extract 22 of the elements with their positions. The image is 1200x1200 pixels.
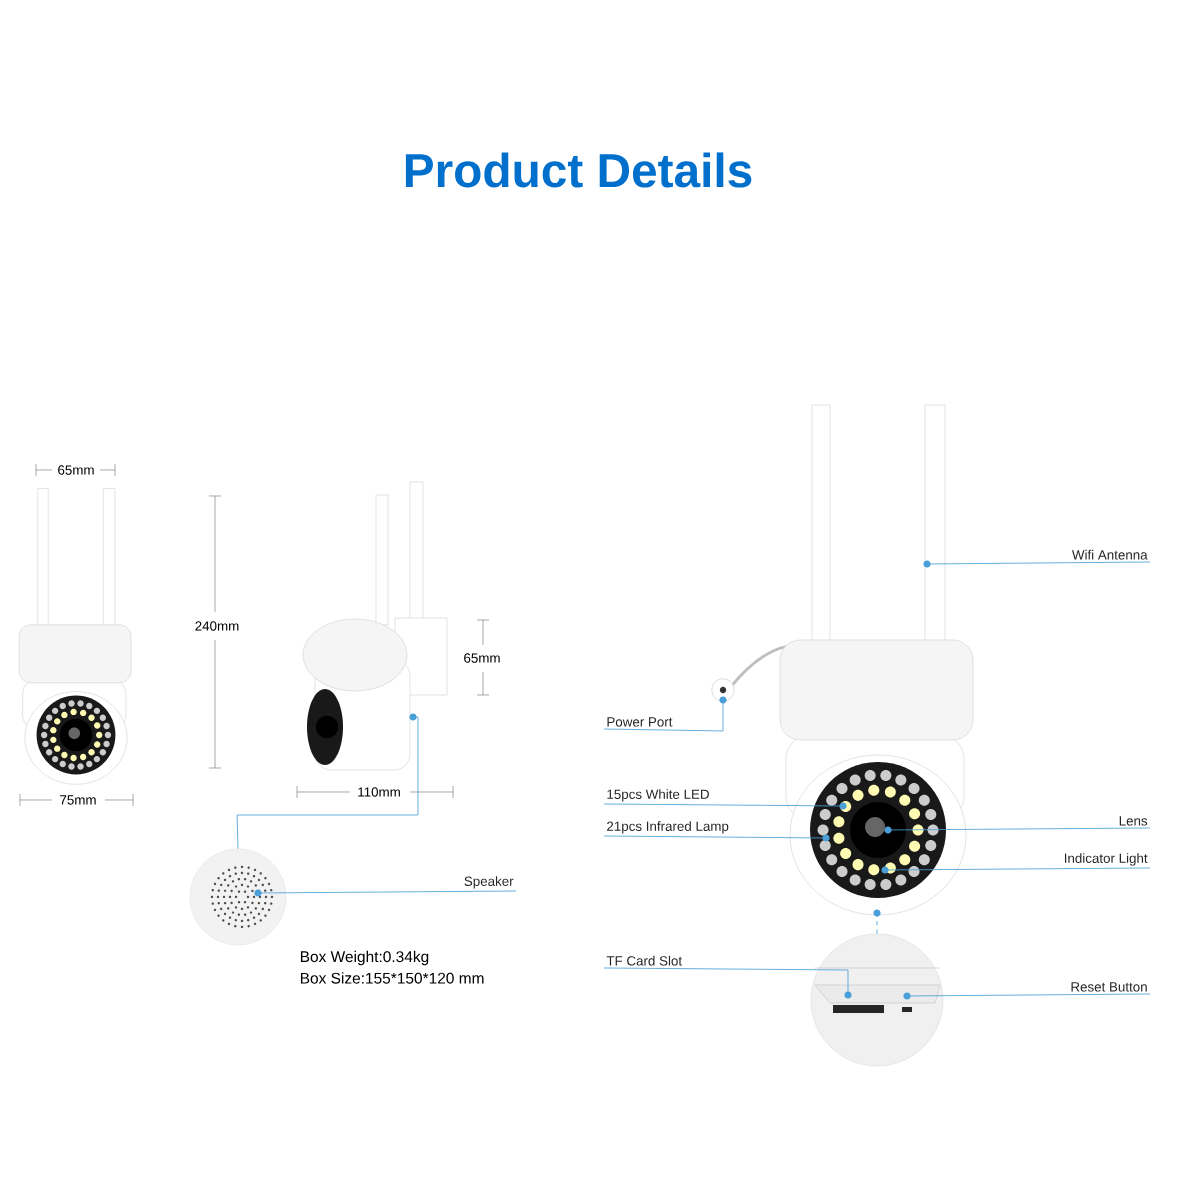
- side-camera-drawing: [302, 481, 448, 771]
- callout-text: Indicator Light: [1064, 853, 1148, 866]
- leader-line: [603, 803, 844, 807]
- callout-text: Power Port: [607, 717, 673, 727]
- callout-text: 21pcs Infrared Lamp: [607, 821, 729, 834]
- title: Product Details: [405, 152, 752, 188]
- camera-bottom-drawing: [810, 933, 944, 1067]
- callout-text: Speaker: [464, 876, 514, 889]
- dimension-label: 75mm: [60, 795, 96, 805]
- speaker-drawing: [189, 848, 287, 946]
- callout-text: Wifi Antenna: [1072, 549, 1148, 560]
- dimension-label: 65mm: [58, 465, 94, 475]
- callout-text: TF Card Slot: [606, 955, 682, 966]
- box-info-text: Box Weight:0.34kg: [300, 950, 429, 966]
- dimension-label: 65mm: [464, 653, 500, 663]
- callout-text: Reset Button: [1071, 982, 1147, 992]
- callout-text: Lens: [1119, 816, 1148, 826]
- box-info-text: Box Size:155*150*120 mm: [300, 972, 484, 984]
- dimension-label: 240mm: [195, 621, 239, 631]
- callout-text: 15pcs White LED: [607, 789, 709, 802]
- leader-line: [236, 716, 419, 850]
- dimension-label: 110mm: [358, 787, 400, 797]
